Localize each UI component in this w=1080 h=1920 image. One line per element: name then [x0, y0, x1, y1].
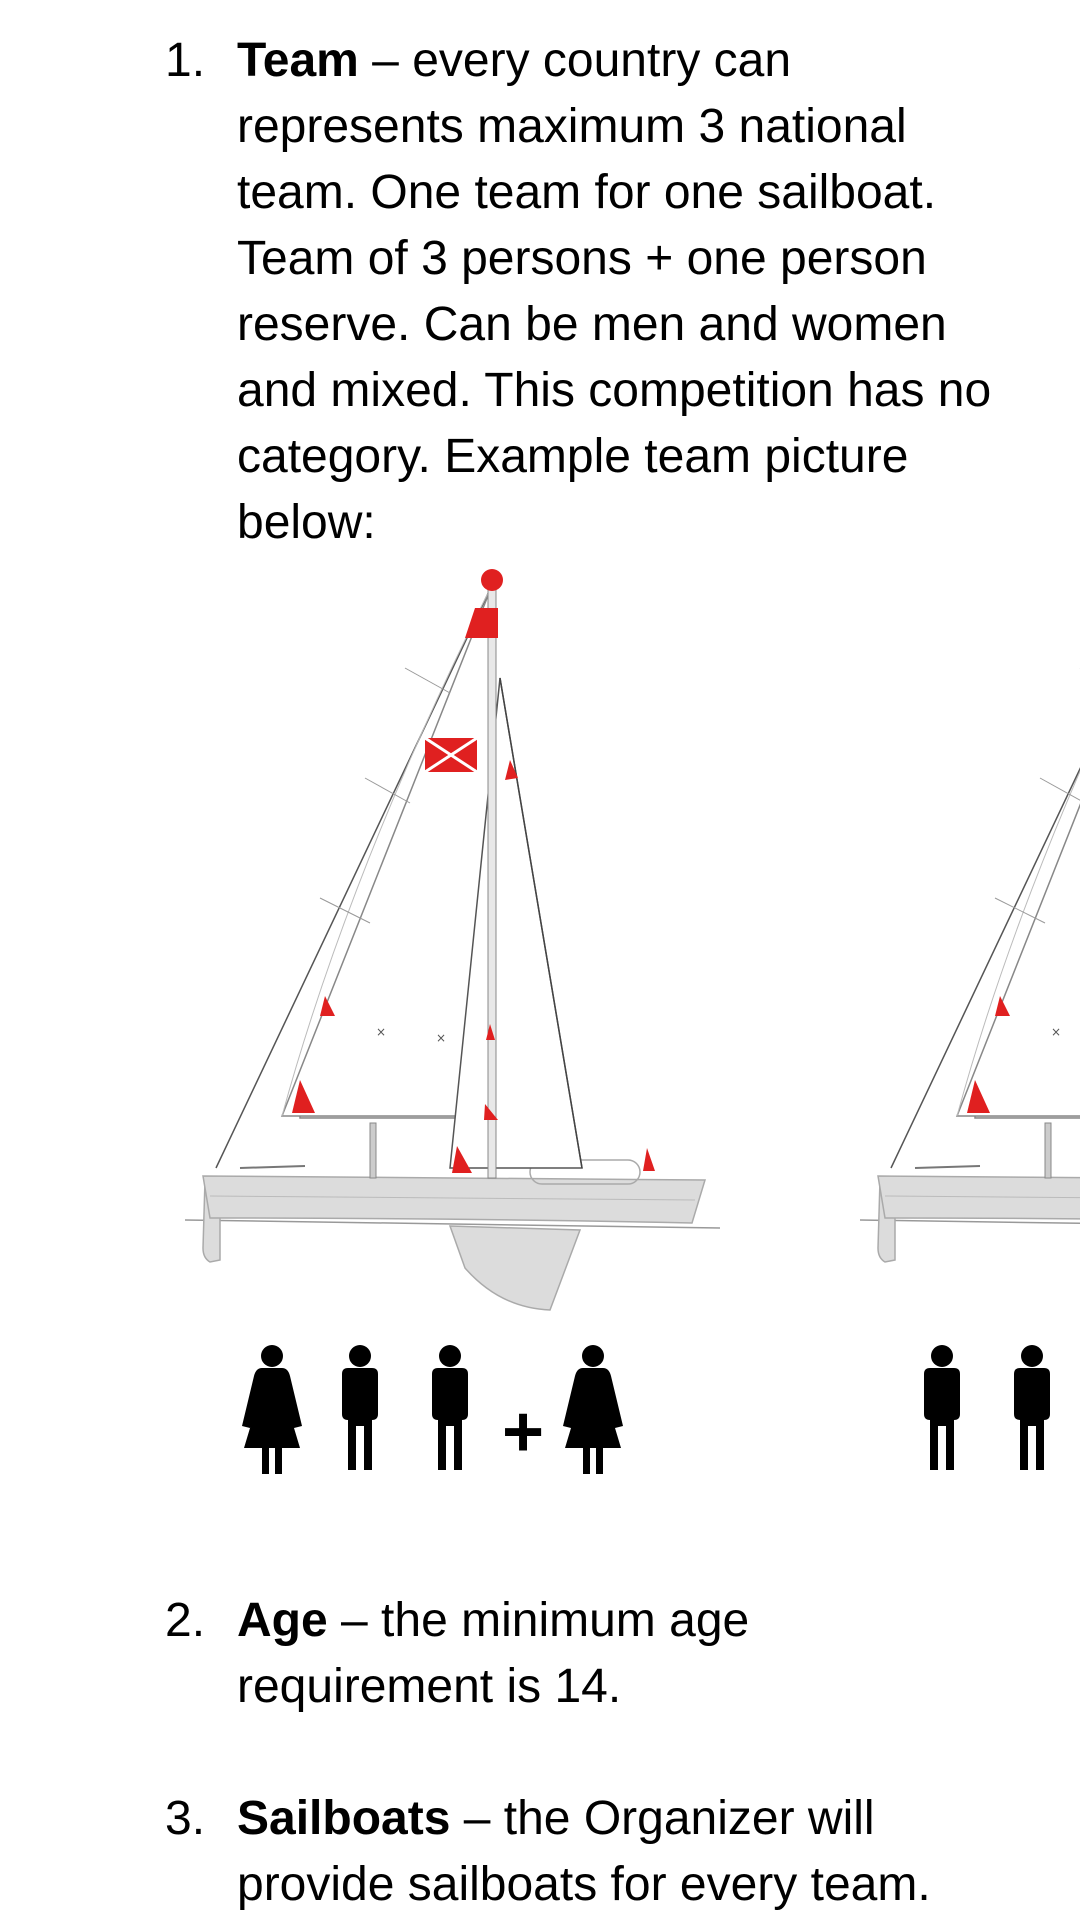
sailboat-illustration	[183, 568, 722, 1312]
list-item-sailboats: 3. Sailboats – the Organizer will provid…	[165, 1786, 1025, 1918]
list-term: Team	[237, 34, 359, 87]
sailboat-illustration-cropped	[858, 568, 1080, 1312]
list-number: 2.	[165, 1594, 206, 1647]
team-illustration: × × +	[170, 568, 1080, 1510]
plus-sign: +	[502, 1392, 544, 1472]
list-number: 3.	[165, 1792, 206, 1845]
list-text: – every country can represents maximum 3…	[237, 34, 992, 549]
list-item-body: Team – every country can represents maxi…	[237, 28, 1017, 556]
list-text: – the minimum age requirement is 14.	[237, 1594, 750, 1713]
list-term: Sailboats	[237, 1792, 451, 1845]
woman-icon	[563, 1345, 623, 1474]
list-term: Age	[237, 1594, 328, 1647]
woman-icon	[242, 1345, 302, 1474]
man-icon	[924, 1345, 960, 1470]
list-item-body: Sailboats – the Organizer will provide s…	[237, 1786, 1017, 1918]
list-item-team: 1. Team – every country can represents m…	[165, 28, 1025, 556]
list-item-body: Age – the minimum age requirement is 14.	[237, 1588, 1017, 1720]
man-icon	[432, 1345, 468, 1470]
list-text: – the Organizer will provide sailboats f…	[237, 1792, 931, 1911]
man-icon	[1014, 1345, 1050, 1470]
list-item-age: 2. Age – the minimum age requirement is …	[165, 1588, 1025, 1720]
man-icon	[342, 1345, 378, 1470]
list-number: 1.	[165, 34, 206, 87]
